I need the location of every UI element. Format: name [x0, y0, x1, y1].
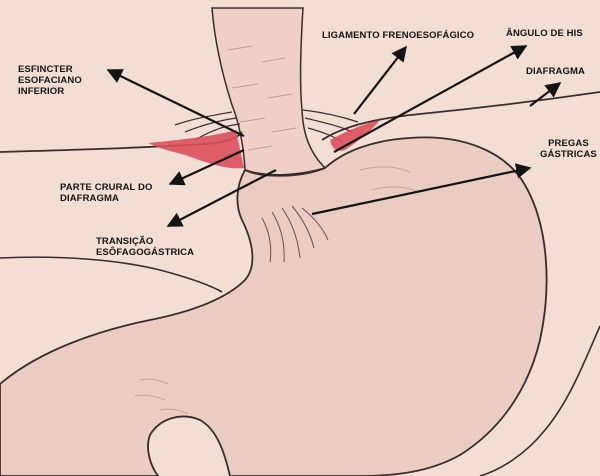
label-transicao: TRANSIÇÃO ESÔFAGOGÁSTRICA [96, 236, 194, 258]
label-transicao-line1: TRANSIÇÃO [96, 236, 194, 247]
label-esfincter-line1: ESFINCTER [18, 64, 82, 75]
label-parte-crural-line2: DIAFRAGMA [60, 193, 152, 204]
label-esfincter: ESFINCTER ESOFACIANO INFERIOR [18, 64, 82, 97]
label-transicao-line2: ESÔFAGOGÁSTRICA [96, 247, 194, 258]
label-parte-crural-line1: PARTE CRURAL DO [60, 182, 152, 193]
label-pregas-line2: GÁSTRICAS [540, 149, 597, 160]
label-parte-crural: PARTE CRURAL DO DIAFRAGMA [60, 182, 152, 204]
label-ligamento: LIGAMENTO FRENOESOFÁGICO [322, 30, 474, 41]
label-pregas-line1: PREGAS [540, 138, 597, 149]
label-pregas: PREGAS GÁSTRICAS [540, 138, 597, 160]
label-diafragma: DIAFRAGMA [526, 66, 585, 77]
label-angulo: ÂNGULO DE HIS [506, 28, 583, 39]
label-esfincter-line2: ESOFACIANO [18, 75, 82, 86]
label-esfincter-line3: INFERIOR [18, 86, 82, 97]
